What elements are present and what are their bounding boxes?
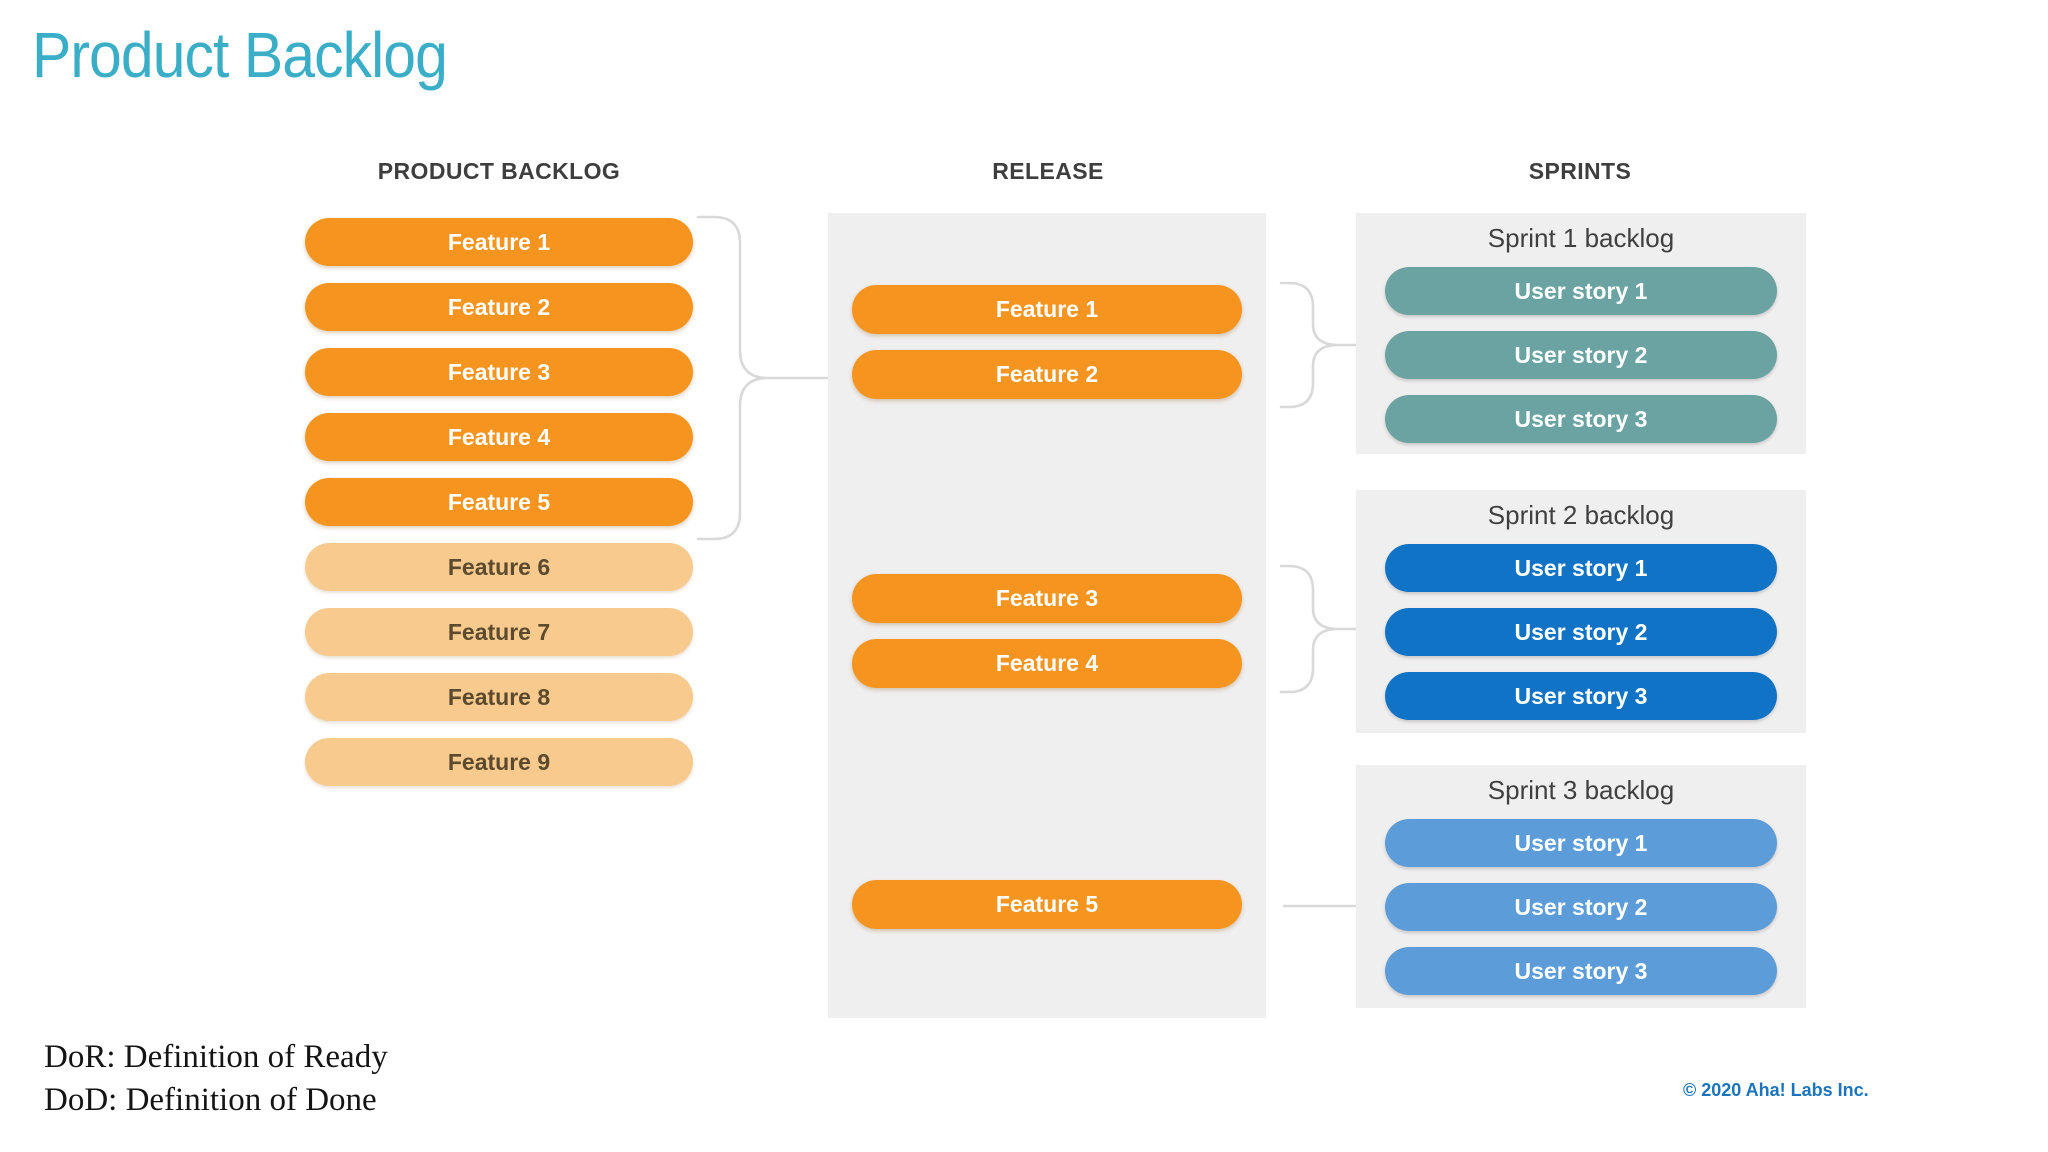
- footnote-dod: DoD: Definition of Done: [44, 1082, 377, 1118]
- feature-pill: Feature 4: [305, 413, 693, 461]
- sprint-2-label: Sprint 2 backlog: [1487, 500, 1675, 530]
- release-feature-pill: Feature 3: [852, 574, 1242, 623]
- release-panel: Feature 1 Feature 2 Feature 3 Feature 4 …: [828, 213, 1266, 1018]
- feature-pill-uncommitted: Feature 6: [305, 543, 693, 591]
- user-story-pill: User story 1: [1385, 819, 1777, 867]
- user-story-pill: User story 3: [1385, 395, 1777, 443]
- product-backlog-list: Feature 1 Feature 2 Feature 3 Feature 4 …: [305, 218, 693, 786]
- feature-pill-uncommitted: Feature 9: [305, 738, 693, 786]
- footnotes: DoR: Definition of Ready DoD: Definition…: [44, 1036, 388, 1122]
- sprint-1-panel: Sprint 1 backlog User story 1 User story…: [1356, 213, 1806, 454]
- sprint-2-panel: Sprint 2 backlog User story 1 User story…: [1356, 490, 1806, 733]
- column-header-product-backlog: PRODUCT BACKLOG: [377, 158, 621, 184]
- feature-pill: Feature 2: [305, 283, 693, 331]
- column-header-release: RELEASE: [992, 158, 1104, 184]
- user-story-pill: User story 3: [1385, 947, 1777, 995]
- sprint-3-panel: Sprint 3 backlog User story 1 User story…: [1356, 765, 1806, 1008]
- footnote-dor: DoR: Definition of Ready: [44, 1039, 388, 1075]
- release-feature-pill: Feature 2: [852, 350, 1242, 399]
- user-story-pill: User story 1: [1385, 544, 1777, 592]
- feature-pill: Feature 1: [305, 218, 693, 266]
- brace-release-to-sprint2: [1279, 564, 1337, 694]
- feature-pill: Feature 3: [305, 348, 693, 396]
- release-feature-pill: Feature 1: [852, 285, 1242, 334]
- release-feature-pill: Feature 4: [852, 639, 1242, 688]
- user-story-pill: User story 3: [1385, 672, 1777, 720]
- brace-release-to-sprint1: [1279, 281, 1337, 409]
- brace-backlog-to-release: [696, 215, 767, 541]
- user-story-pill: User story 2: [1385, 608, 1777, 656]
- sprint-3-label: Sprint 3 backlog: [1487, 775, 1675, 805]
- sprint-1-label: Sprint 1 backlog: [1487, 223, 1675, 253]
- user-story-pill: User story 2: [1385, 331, 1777, 379]
- column-header-sprints: SPRINTS: [1528, 158, 1632, 184]
- user-story-pill: User story 1: [1385, 267, 1777, 315]
- feature-pill: Feature 5: [305, 478, 693, 526]
- release-feature-pill: Feature 5: [852, 880, 1242, 929]
- feature-pill-uncommitted: Feature 8: [305, 673, 693, 721]
- copyright-text: © 2020 Aha! Labs Inc.: [1683, 1080, 1869, 1100]
- feature-pill-uncommitted: Feature 7: [305, 608, 693, 656]
- slide-title: Product Backlog: [32, 19, 448, 91]
- user-story-pill: User story 2: [1385, 883, 1777, 931]
